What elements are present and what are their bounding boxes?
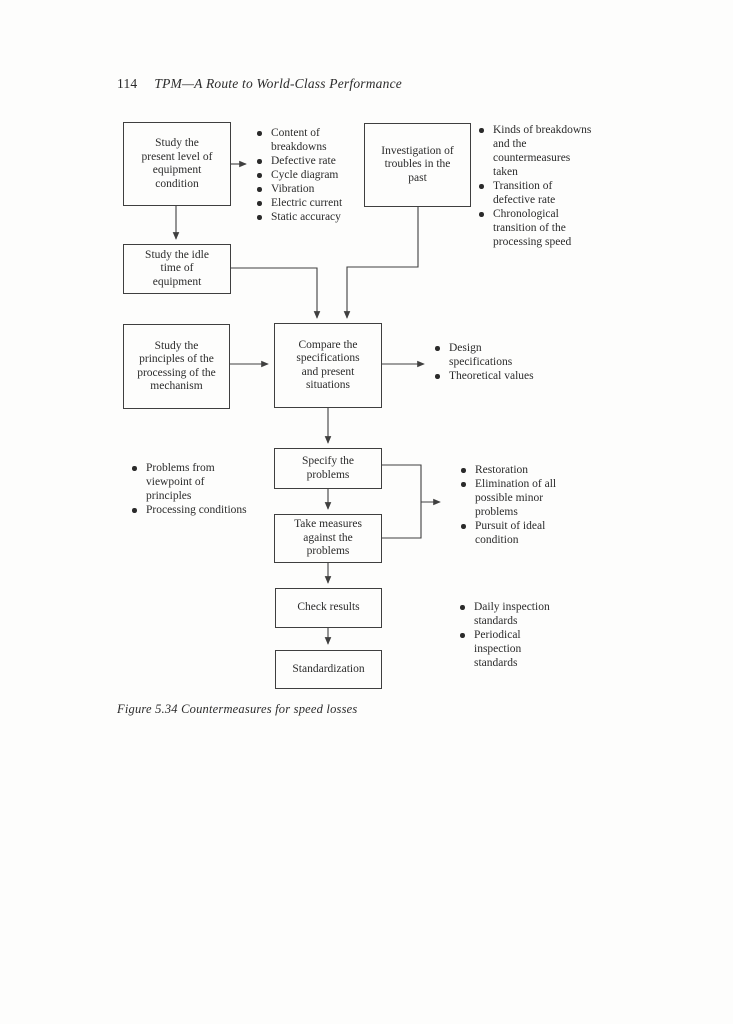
list-item: Static accuracy [255,210,377,224]
list-item: Electric current [255,196,377,210]
list-item: Defective rate [255,154,377,168]
list-item: Cycle diagram [255,168,377,182]
list-item: Kinds of breakdowns and the countermeasu… [477,123,617,179]
page-number: 114 [117,76,138,91]
running-head: 114 TPM—A Route to World-Class Performan… [117,76,402,92]
flow-box-standardization: Standardization [275,650,382,689]
flow-box-present-level: Study the present level of equipment con… [123,122,231,206]
list-item: Chronological transition of the processi… [477,207,617,249]
flow-box-principles: Study the principles of the processing o… [123,324,230,409]
figure-caption: Figure 5.34 Countermeasures for speed lo… [117,702,358,716]
flow-box-idle-time: Study the idle time of equipment [123,244,231,294]
list-item: Theoretical values [433,369,563,383]
list-item: Problems from viewpoint of principles [130,461,278,503]
list-item: Daily inspection standards [458,600,583,628]
bullet-list-specify-inputs: Problems from viewpoint of principles Pr… [130,461,278,517]
flow-box-specify: Specify the problems [274,448,382,489]
list-item: Processing conditions [130,503,278,517]
flow-box-investigation: Investigation of troubles in the past [364,123,471,207]
bullet-list-check-outputs: Daily inspection standards Periodical in… [458,600,583,670]
list-item: Content of breakdowns [255,126,377,154]
list-item: Restoration [459,463,594,477]
list-item: Pursuit of ideal condition [459,519,594,547]
bullet-list-investigation-outputs: Kinds of breakdowns and the countermeasu… [477,123,617,249]
bullet-list-measures-outputs: Restoration Elimination of all possible … [459,463,594,547]
list-item: Vibration [255,182,377,196]
list-item: Periodical inspection standards [458,628,583,670]
bullet-list-present-level-outputs: Content of breakdowns Defective rate Cyc… [255,126,377,224]
list-item: Design specifications [433,341,563,369]
connector-bracket-specify-measures [382,464,422,539]
list-item: Elimination of all possible minor proble… [459,477,594,519]
bullet-list-compare-outputs: Design specifications Theoretical values [433,341,563,383]
connector-idle-to-compare [231,267,321,319]
list-item: Transition of defective rate [477,179,617,207]
flow-box-take-measures: Take measures against the problems [274,514,382,563]
flow-box-compare: Compare the specifications and present s… [274,323,382,408]
flow-box-check-results: Check results [275,588,382,628]
book-title: TPM—A Route to World-Class Performance [154,76,402,91]
